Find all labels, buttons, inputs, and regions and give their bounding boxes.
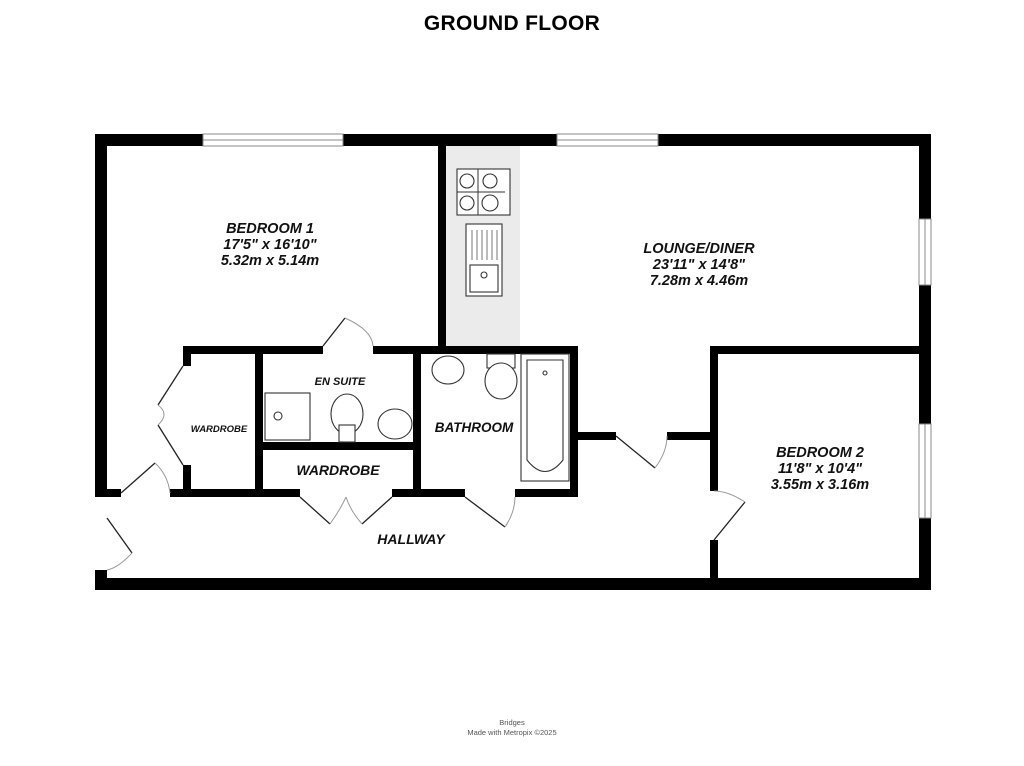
room-size-metric-bedroom1: 5.32m x 5.14m	[221, 253, 319, 269]
room-name-wardrobe: WARDROBE	[296, 462, 380, 478]
room-name-lounge: LOUNGE/DINER	[643, 241, 755, 257]
doors	[106, 317, 746, 571]
shower-icon	[264, 392, 311, 441]
room-size-imperial-bedroom1: 17'5" x 16'10"	[223, 237, 317, 253]
room-name-bedroom1: BEDROOM 1	[226, 221, 314, 237]
room-size-imperial-bedroom2: 11'8" x 10'4"	[778, 461, 863, 477]
room-name-hallway: HALLWAY	[377, 531, 446, 547]
room-name-bathroom: BATHROOM	[435, 420, 514, 435]
room-size-metric-bedroom2: 3.55m x 3.16m	[771, 477, 869, 493]
hob-icon	[456, 168, 511, 216]
footer-agent: Bridges	[499, 718, 525, 727]
room-name-ensuite: EN SUITE	[315, 376, 366, 388]
windows	[202, 133, 932, 519]
bathroom-basin-icon	[431, 355, 465, 385]
room-name-bedroom2: BEDROOM 2	[776, 445, 864, 461]
room-name-wardrobe-small: WARDROBE	[191, 424, 248, 435]
floor-title: GROUND FLOOR	[423, 12, 601, 35]
bath-icon	[520, 353, 570, 482]
sink-icon	[465, 223, 503, 297]
ensuite-basin-icon	[377, 408, 413, 440]
bathroom-toilet-icon	[484, 353, 518, 400]
footer: Bridges Made with Metropix ©2025	[0, 718, 1024, 738]
footer-credit: Made with Metropix ©2025	[467, 728, 557, 737]
interior-walls	[107, 146, 931, 590]
room-size-metric-lounge: 7.28m x 4.46m	[650, 273, 748, 289]
room-size-imperial-lounge: 23'11" x 14'8"	[652, 257, 746, 273]
ensuite-toilet-icon	[330, 393, 364, 443]
